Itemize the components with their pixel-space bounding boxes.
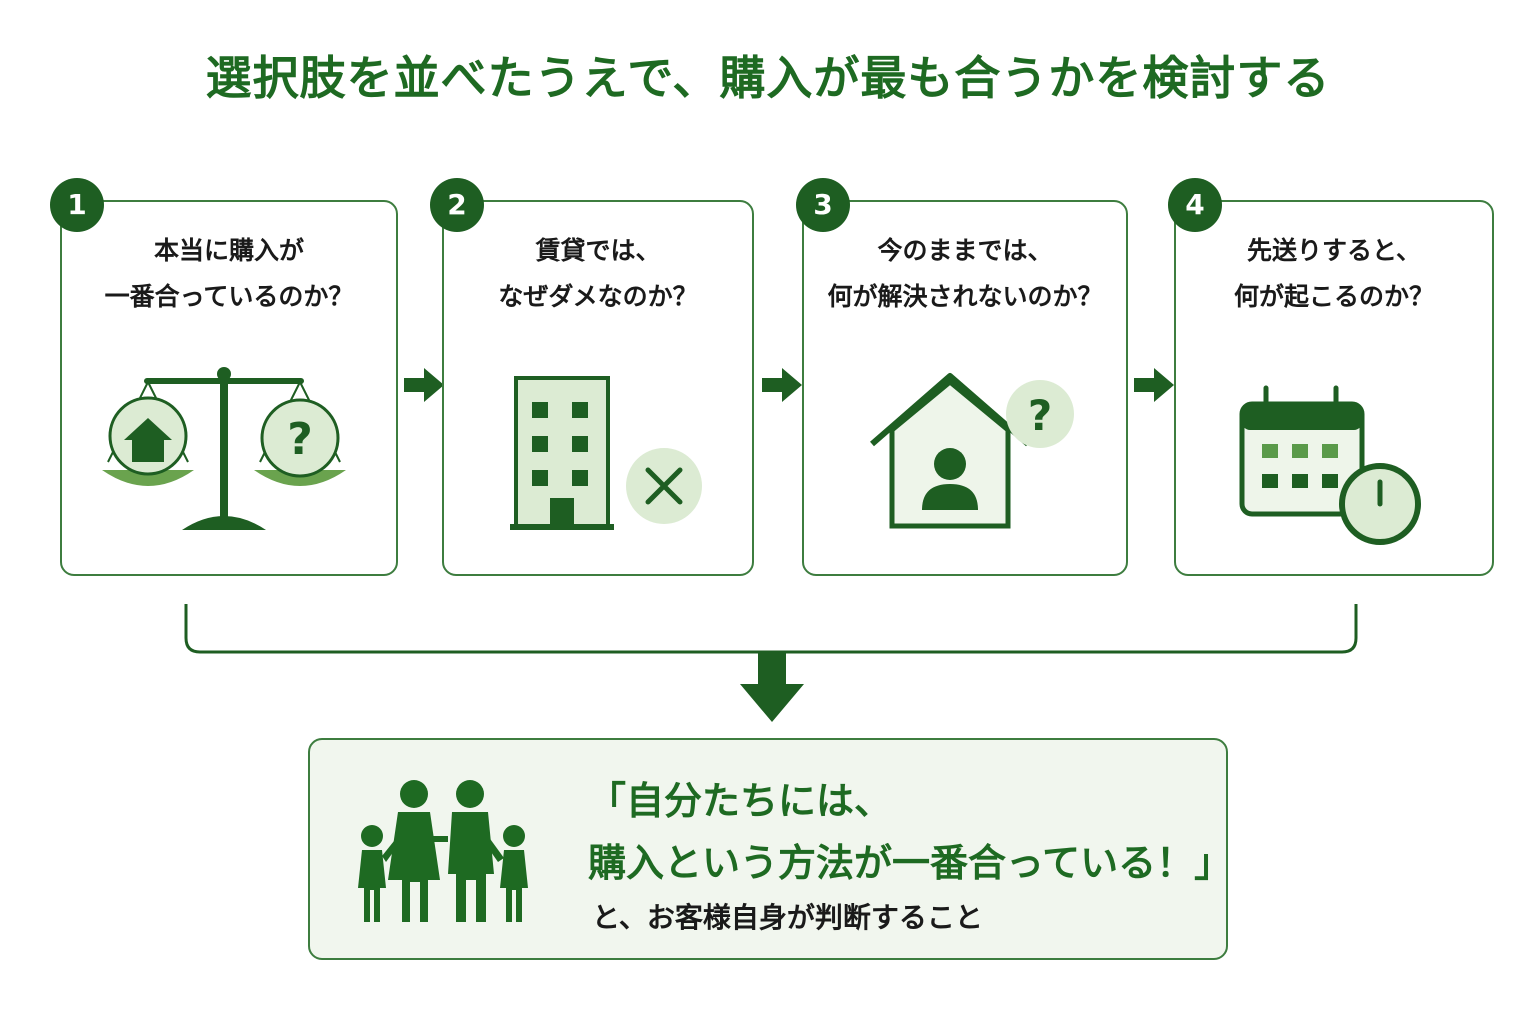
- conclusion-line-2: 購入という方法が一番合っている！」: [588, 841, 1233, 885]
- step-2-line-2: なぜダメなのか？: [498, 282, 698, 311]
- scale-house-question-icon: ?: [102, 367, 346, 530]
- calendar-clock-icon: [1239, 385, 1421, 545]
- step-number-4: 4: [1168, 178, 1222, 232]
- step-1-question: 本当に購入が 一番合っているのか？: [62, 228, 396, 320]
- step-1-line-1: 本当に購入が: [153, 236, 304, 265]
- step-4-line-2: 何が起こるのか？: [1233, 282, 1434, 311]
- step-2-line-1: 賃貸では、: [535, 236, 661, 265]
- step-card-1: 本当に購入が 一番合っているのか？ ?: [60, 200, 398, 576]
- step-3-line-1: 今のままでは、: [877, 236, 1053, 265]
- step-2-question: 賃貸では、 なぜダメなのか？: [444, 228, 752, 320]
- arrow-right-icon: [404, 368, 444, 406]
- conclusion-line-1: 「自分たちには、: [588, 779, 893, 823]
- step-4-question: 先送りすると、 何が起こるのか？: [1176, 228, 1492, 320]
- conclusion-line-3: と、お客様自身が判断すること: [592, 901, 983, 934]
- connector-bracket: [184, 604, 1358, 722]
- step-number-3: 3: [796, 178, 850, 232]
- step-card-4: 先送りすると、 何が起こるのか？: [1174, 200, 1494, 576]
- svg-text:?: ?: [287, 414, 313, 465]
- step-number-1: 1: [50, 178, 104, 232]
- step-card-3: 今のままでは、 何が解決されないのか？ ?: [802, 200, 1128, 576]
- apartment-building-x-icon: [510, 376, 702, 530]
- step-4-line-1: 先送りすると、: [1246, 236, 1421, 265]
- step-1-line-2: 一番合っているのか？: [104, 282, 354, 311]
- page-title: 選択肢を並べたうえで、購入が最も合うかを検討する: [205, 51, 1331, 105]
- conclusion-box: 「自分たちには、 購入という方法が一番合っている！」 と、お客様自身が判断するこ…: [308, 738, 1232, 960]
- svg-text:?: ?: [1028, 391, 1052, 440]
- family-icon: [358, 780, 528, 922]
- step-card-2: 賃貸では、 なぜダメなのか？: [442, 200, 754, 576]
- step-3-line-2: 何が解決されないのか？: [827, 282, 1103, 311]
- arrow-right-icon: [1134, 368, 1174, 406]
- step-number-2: 2: [430, 178, 484, 232]
- arrow-down-icon: [740, 652, 804, 722]
- house-person-question-icon: ?: [870, 373, 1074, 529]
- arrow-right-icon: [762, 368, 802, 406]
- step-3-question: 今のままでは、 何が解決されないのか？: [804, 228, 1126, 320]
